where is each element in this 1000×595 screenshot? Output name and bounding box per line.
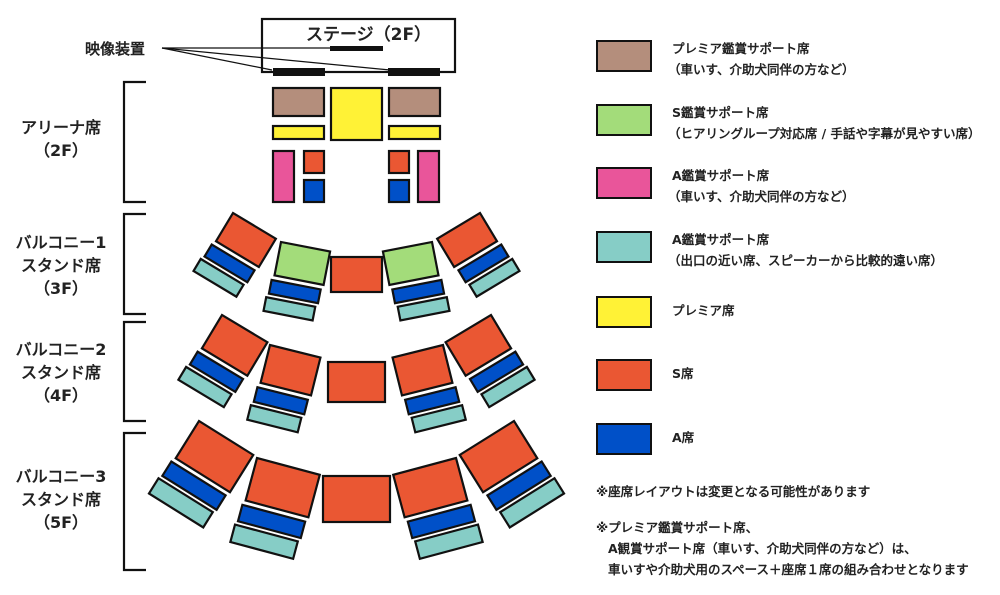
arena-premium-center[interactable] [329, 86, 384, 142]
floor-label-balcony3: バルコニー3 スタンド席 （5F） [15, 467, 107, 532]
balcony1-block-inner-right [381, 240, 451, 322]
stage-box [260, 17, 457, 74]
balcony2-seats [176, 313, 537, 434]
swatch-premium-support [596, 40, 652, 72]
screen-device-label: 映像装置 [85, 40, 146, 58]
swatch-a-support-wheelchair [596, 167, 652, 199]
swatch-a [596, 423, 652, 455]
swatch-a-support-exit [596, 231, 652, 263]
screen-leader-lines [161, 47, 391, 71]
balcony3-block-inner-left [229, 456, 322, 561]
floor-label-balcony1: バルコニー1 スタンド席 （3F） [15, 233, 107, 298]
balcony2-block-inner-right [391, 343, 468, 434]
swatch-s-support [596, 104, 652, 136]
arena-premium-support-left[interactable] [271, 86, 326, 118]
balcony2-block-outer-right [444, 313, 537, 409]
seat-map [122, 17, 566, 572]
floor-label-arena: アリーナ席 （2F） [20, 118, 101, 160]
arena-premium-strip-right[interactable] [387, 124, 442, 141]
stage-label: ステージ（2F） [306, 25, 432, 45]
note-layout-change: ※座席レイアウトは変更となる可能性があります [596, 484, 871, 499]
swatch-premium [596, 296, 652, 328]
arena-premium-support-right[interactable] [387, 86, 442, 118]
balcony3-block-inner-right [391, 456, 484, 561]
balcony1-block-outer-left [192, 211, 278, 299]
balcony3-seats [147, 419, 566, 561]
arena-a-right[interactable] [387, 178, 411, 204]
arena-seats [271, 86, 442, 204]
balcony2-block-center[interactable] [326, 360, 387, 404]
arena-a-support-left[interactable] [271, 149, 296, 204]
arena-premium-strip-left[interactable] [271, 124, 326, 141]
balcony3-block-outer-left [147, 419, 255, 529]
balcony3-block-center[interactable] [321, 474, 392, 524]
balcony3-block-outer-right [458, 419, 566, 529]
balcony1-block-inner-left [262, 240, 332, 322]
balcony1-block-center[interactable] [329, 255, 384, 294]
arena-a-left[interactable] [302, 178, 326, 204]
screen-center [330, 46, 383, 51]
arena-a-support-right[interactable] [416, 149, 441, 204]
floor-brackets [122, 80, 146, 572]
screen-right [388, 68, 440, 76]
note-support-seat: ※プレミア鑑賞サポート席、 A観賞サポート席（車いす、介助犬同伴の方など）は、 … [596, 520, 969, 577]
swatch-s [596, 359, 652, 391]
floor-label-balcony2: バルコニー2 スタンド席 （4F） [15, 340, 107, 405]
arena-s-right[interactable] [387, 149, 411, 175]
arena-s-left[interactable] [302, 149, 326, 175]
balcony1-seats [192, 211, 521, 322]
screen-left [273, 68, 325, 76]
balcony2-block-outer-left [176, 313, 269, 409]
balcony2-block-inner-left [245, 343, 322, 434]
balcony1-block-outer-right [435, 211, 521, 299]
